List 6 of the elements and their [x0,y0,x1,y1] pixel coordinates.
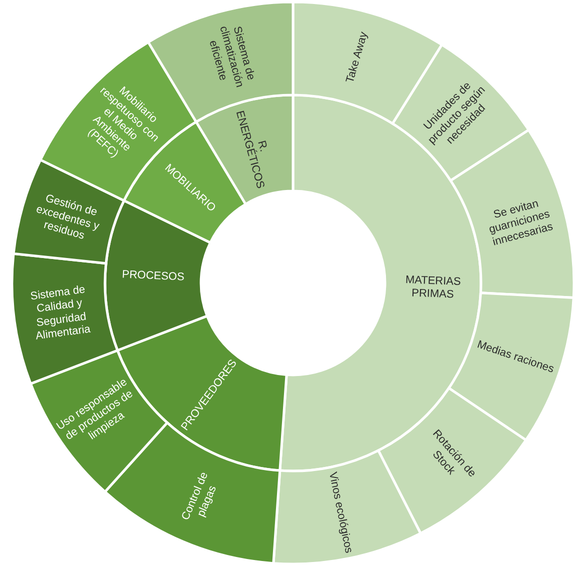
segment-label: Take Away [344,30,372,85]
segment-label: Medias raciones [475,338,556,376]
segment-label: PROCESOS [122,268,185,285]
segment-label: MATERIAS PRIMAS [404,273,462,303]
segment-label: Vinos ecológicos [325,471,354,554]
segment-label: Sistema de Calidad y Seguridad Alimentaria [28,282,92,344]
